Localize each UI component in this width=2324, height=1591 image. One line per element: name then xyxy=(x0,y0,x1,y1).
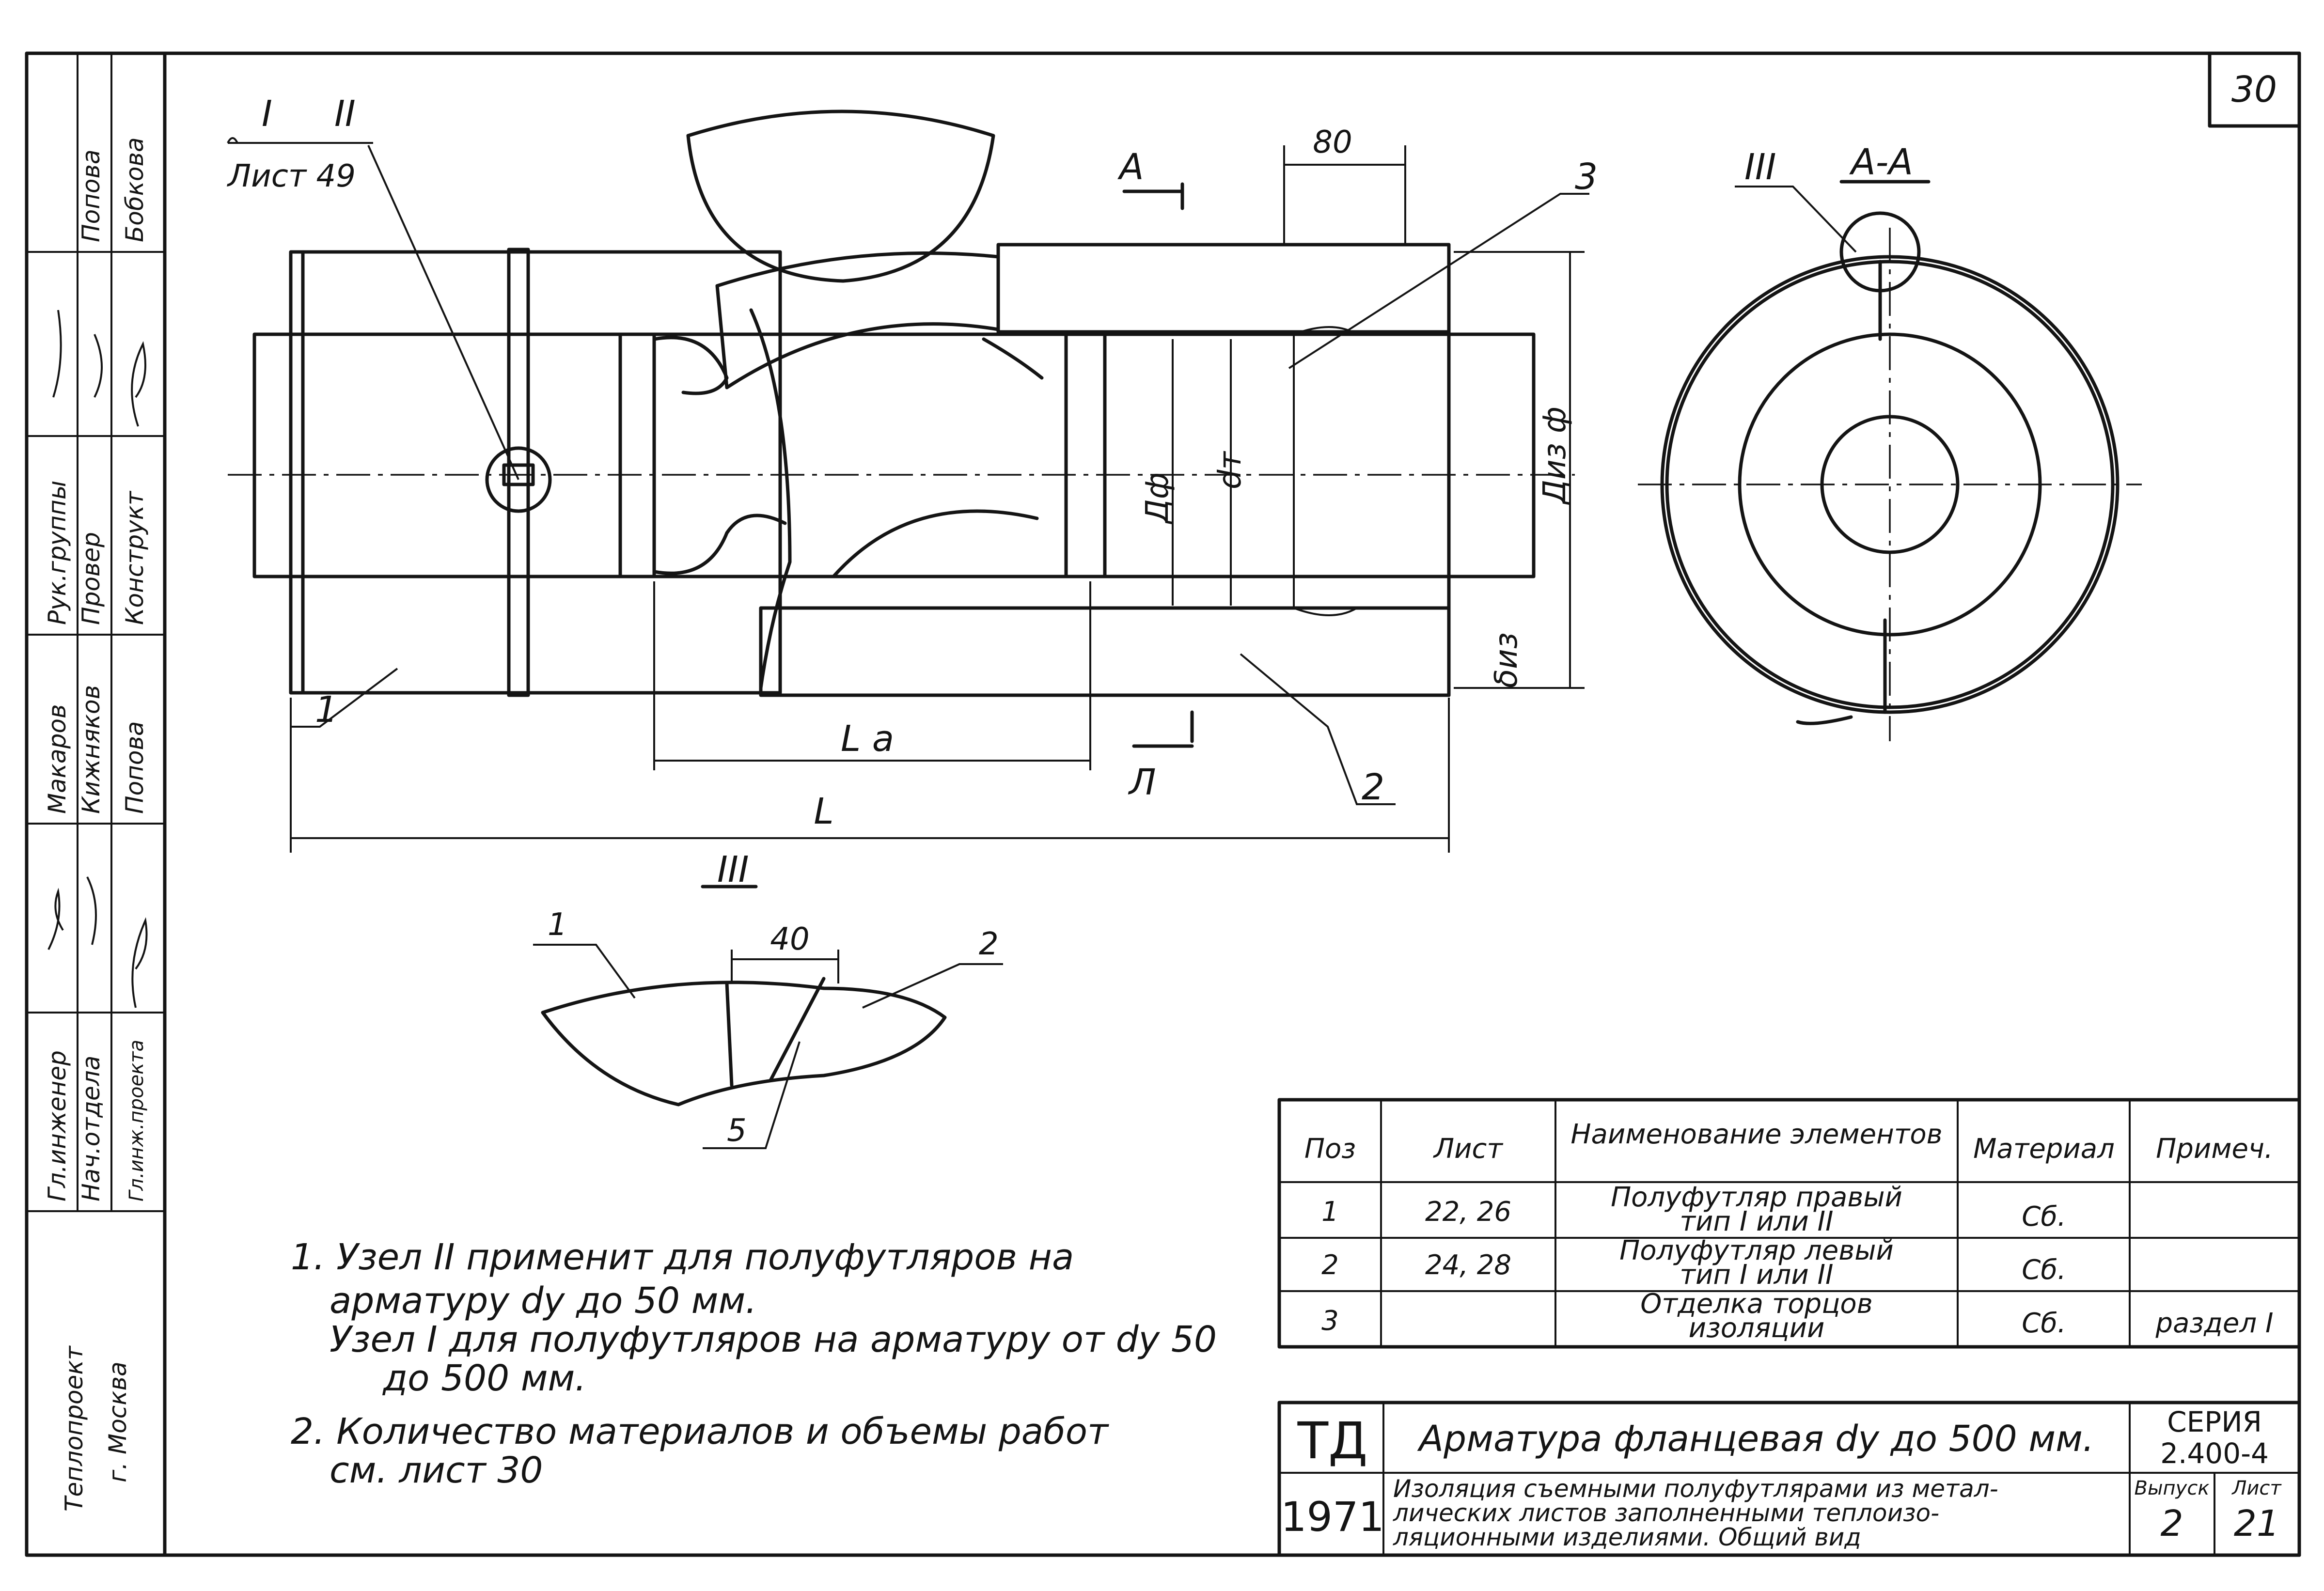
ref-node-1: I xyxy=(262,93,272,135)
dim-df: Дф xyxy=(1140,472,1176,525)
note-line-1: 1. Узел II применит для полуфутляров на xyxy=(291,1236,1074,1278)
drawing-subtitle-2: лических листов заполненными теплоизо- xyxy=(1393,1499,1939,1527)
outer-frame xyxy=(25,51,2301,1557)
row1-sheet: 22, 26 xyxy=(1425,1196,1511,1228)
node-3-detail: 40 1 2 5 xyxy=(533,907,1003,1149)
drawing-subtitle-1: Изоляция съемными полуфутлярами из метал… xyxy=(1393,1475,1998,1503)
row1-material: Сб. xyxy=(2022,1201,2066,1232)
row3-note: раздел I xyxy=(2155,1308,2274,1339)
row1-name2: тип I или II xyxy=(1680,1206,1833,1237)
signature-scribbles xyxy=(47,310,148,1008)
callout-pos-2: 2 xyxy=(1362,766,1384,808)
issue-value: 2 xyxy=(2160,1503,2183,1544)
flange-right xyxy=(1064,332,1107,578)
elevation-view: I II Лист 49 А Л 80 Дф dт Диз ф δиз L а … xyxy=(227,93,1598,890)
section-a-a-label: А-А xyxy=(1849,141,1913,183)
dim-la: L а xyxy=(841,718,894,760)
stamp-role-chief-project-engineer: Гл.инж.проекта xyxy=(126,1040,148,1201)
section-mark-bottom: Л xyxy=(1128,762,1156,803)
dim-40: 40 xyxy=(770,921,809,957)
valve-body xyxy=(652,308,1044,690)
issue-label: Выпуск xyxy=(2135,1477,2210,1499)
stamp-name-popova-2: Попова xyxy=(77,149,105,242)
ref-sheet: Лист 49 xyxy=(227,158,356,194)
sheet-number: 30 xyxy=(2231,69,2277,110)
pipe xyxy=(252,332,1536,578)
row2-name1: Полуфутляр левый xyxy=(1619,1235,1894,1266)
series-value: 2.400-4 xyxy=(2160,1437,2269,1470)
section-mark-top: А xyxy=(1117,146,1144,188)
sheet-label: Лист xyxy=(2231,1477,2282,1499)
dim-l: L xyxy=(814,791,833,832)
flange-left xyxy=(618,332,656,578)
stamp-name-kizhnyakov: Кижняков xyxy=(77,685,105,814)
detail-shape xyxy=(541,981,947,1107)
section-node3-label: III xyxy=(1744,146,1776,188)
note-line-6: см. лист 30 xyxy=(330,1450,543,1491)
row1-name1: Полуфутляр правый xyxy=(1611,1182,1902,1213)
note-line-4: до 500 мм. xyxy=(382,1357,586,1399)
stamp-role-dept-head: Нач.отдела xyxy=(77,1056,105,1201)
note-line-5: 2. Количество материалов и объемы работ xyxy=(291,1411,1109,1452)
node-circle xyxy=(485,446,552,513)
insulation-upper-neck xyxy=(715,251,1000,390)
drawing-subtitle-3: ляционными изделиями. Общий вид xyxy=(1393,1523,1861,1551)
th-note: Примеч. xyxy=(2156,1133,2273,1165)
dim-diz: Диз ф xyxy=(1537,406,1573,505)
sheet-value: 21 xyxy=(2234,1503,2279,1544)
stamp-city: г. Москва xyxy=(104,1361,132,1482)
weld-mark: 5 xyxy=(727,1113,747,1149)
notes: 1. Узел II применит для полуфутляров на … xyxy=(291,1236,1217,1491)
stamp-org: Теплопроект xyxy=(60,1345,88,1512)
row2-pos: 2 xyxy=(1321,1249,1339,1281)
stamp-role-chief-engineer: Гл.инженер xyxy=(43,1050,71,1201)
th-material: Материал xyxy=(1973,1133,2115,1165)
series-label: СЕРИЯ xyxy=(2167,1405,2262,1438)
note-line-3: Узел I для полуфутляров на арматуру от d… xyxy=(330,1319,1217,1360)
row2-name2: тип I или II xyxy=(1680,1259,1833,1291)
dim-delta-iz: δиз xyxy=(1489,632,1524,688)
note-line-2: арматуру dу до 50 мм. xyxy=(330,1280,757,1322)
insulation-bottom xyxy=(759,606,1451,697)
dim-80: 80 xyxy=(1313,125,1352,160)
title-block: ТД 1971 Арматура фланцевая dу до 500 мм.… xyxy=(1277,1401,2301,1557)
row3-pos: 3 xyxy=(1321,1305,1339,1337)
handwheel xyxy=(686,109,995,283)
band-left xyxy=(507,248,530,697)
row2-sheet: 24, 28 xyxy=(1425,1249,1511,1281)
half-case-left xyxy=(289,250,782,695)
org-code: ТД xyxy=(1297,1411,1368,1470)
row3-material: Сб. xyxy=(2022,1308,2066,1339)
detail-pos-1: 1 xyxy=(548,907,567,943)
callout-pos-1: 1 xyxy=(315,689,338,731)
stamp-name-bobkova: Бобкова xyxy=(121,137,149,242)
callout-pos-3: 3 xyxy=(1575,156,1598,198)
th-pos: Поз xyxy=(1304,1133,1356,1165)
th-name: Наименование элементов xyxy=(1570,1119,1942,1150)
section-a-a: А-А III xyxy=(1638,141,2142,741)
th-sheet: Лист xyxy=(1433,1133,1503,1165)
detail-pos-2: 2 xyxy=(979,926,999,962)
drawing-title: Арматура фланцевая dу до 500 мм. xyxy=(1417,1418,2094,1460)
row3-name2: изоляции xyxy=(1689,1312,1825,1344)
dim-dt: dт xyxy=(1212,451,1248,489)
stamp-role-designer: Конструкт xyxy=(121,490,149,625)
stamp-name-popova-1: Попова xyxy=(121,721,149,814)
stamp-role-checker: Провер xyxy=(77,532,105,625)
insulation-top xyxy=(996,243,1451,334)
stamp-role-group-head: Рук.группы xyxy=(43,481,71,625)
row2-material: Сб. xyxy=(2022,1254,2066,1286)
row1-pos: 1 xyxy=(1321,1196,1339,1228)
row3-name1: Отделка торцов xyxy=(1640,1288,1872,1320)
ref-node-2: II xyxy=(334,93,356,135)
stamp-name-makarov: Макаров xyxy=(43,704,71,814)
node3-label: III xyxy=(717,849,749,890)
spec-table: Поз Лист Наименование элементов Материал… xyxy=(1277,1098,2301,1349)
year: 1971 xyxy=(1281,1493,1384,1541)
sheet-number-box: 30 xyxy=(2208,51,2301,128)
left-stamp: Гл.инженер Нач.отдела Гл.инж.проекта Рук… xyxy=(27,53,165,1512)
